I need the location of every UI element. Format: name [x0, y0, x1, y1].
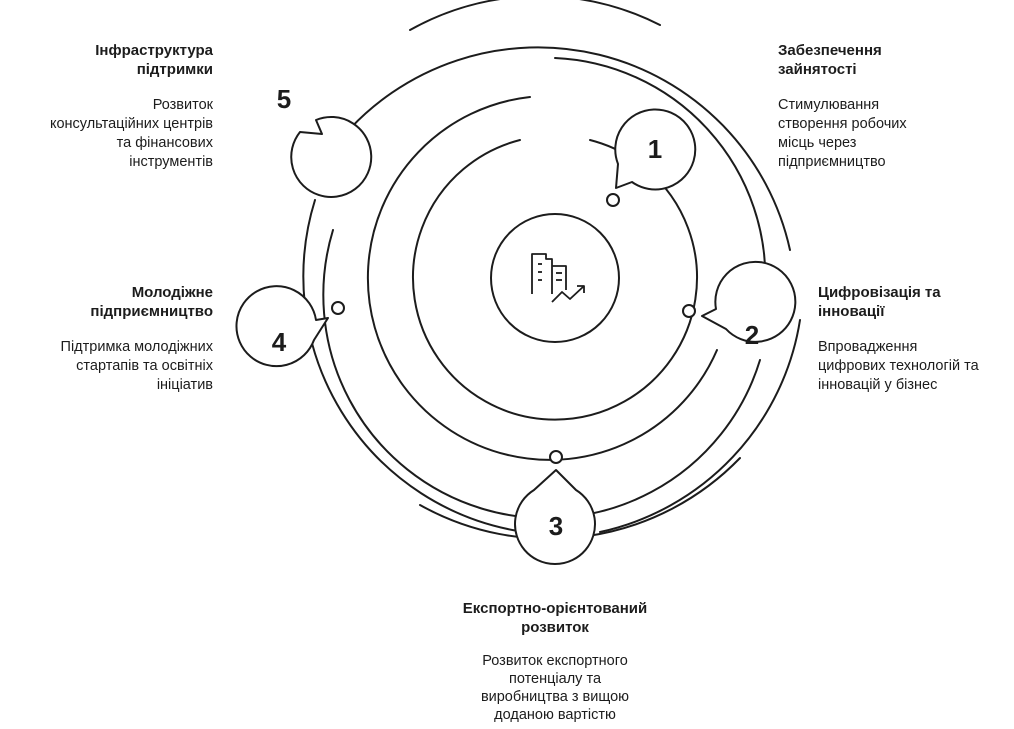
- orbit-ring-4c: [302, 199, 519, 532]
- orbit-ring-5: [409, 0, 661, 31]
- item-youth: Молодіжне підприємництво Підтримка молод…: [10, 283, 213, 395]
- item-title: Експортно-орієнтований розвиток: [462, 600, 648, 636]
- node-dot-3: [549, 450, 563, 464]
- item-description: Розвиток консультаційних центрів та фіна…: [49, 97, 213, 170]
- item-description: Підтримка молодіжних стартапів та освітн…: [60, 339, 213, 393]
- badge-3: [514, 469, 596, 566]
- item-title: Молодіжне підприємництво: [90, 284, 213, 320]
- item-title: Цифровізація та інновації: [818, 284, 941, 320]
- badge-5: [290, 115, 373, 198]
- badge-number-5: 5: [277, 84, 291, 114]
- badge-number-4: 4: [272, 327, 287, 357]
- badge-number-3: 3: [549, 511, 563, 541]
- center-circle: [490, 213, 620, 343]
- orbit-ring-4b: [599, 319, 801, 533]
- badge-1: [614, 108, 697, 191]
- badge-number-2: 2: [745, 320, 759, 350]
- node-dot-2: [682, 304, 696, 318]
- badge-number-1: 1: [648, 134, 662, 164]
- business-growth-icon: [531, 253, 585, 303]
- orbit-ring-3: [554, 57, 767, 291]
- orbit-ring-4: [339, 46, 791, 251]
- orbit-ring-2: [366, 96, 718, 461]
- item-infrastructure: Інфраструктура підтримки Розвиток консул…: [10, 41, 213, 172]
- item-description: Стимулювання створення робочих місць чер…: [778, 97, 907, 170]
- node-dot-1: [606, 193, 620, 207]
- orbit-ring-1: [412, 139, 698, 421]
- item-description: Розвиток експортного потенціалу та вироб…: [480, 653, 630, 723]
- badge-2: [701, 260, 797, 343]
- badge-4: [235, 285, 329, 368]
- item-employment: Забезпечення зайнятості Стимулювання ств…: [778, 41, 978, 172]
- item-description: Впровадження цифрових технологій та інно…: [818, 339, 979, 393]
- node-dot-4: [331, 301, 345, 315]
- item-title: Інфраструктура підтримки: [95, 42, 213, 78]
- item-title: Забезпечення зайнятості: [778, 42, 882, 78]
- orbit-ring-3b: [322, 229, 761, 520]
- item-export: Експортно-орієнтований розвиток Розвиток…: [420, 599, 690, 724]
- item-digitalization: Цифровізація та інновації Впровадження ц…: [818, 283, 1014, 395]
